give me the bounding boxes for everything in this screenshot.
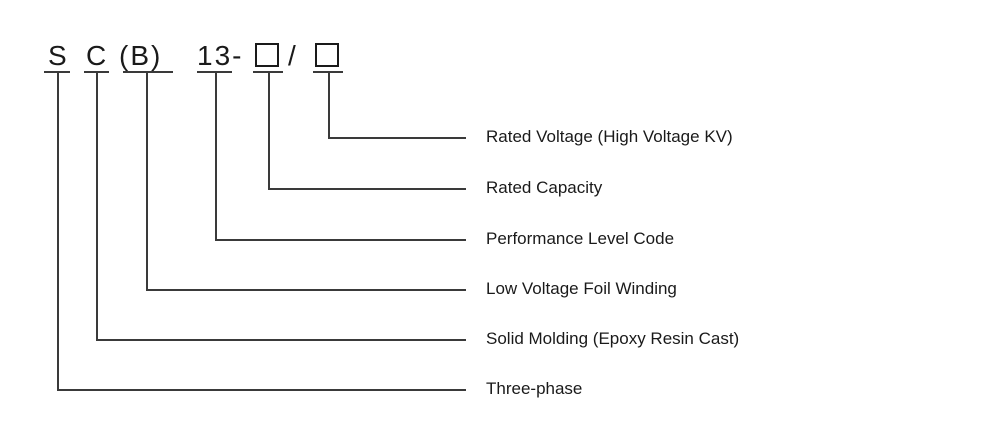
placeholder-box-capacity [255, 43, 279, 67]
underline-c [84, 71, 109, 73]
model-code-letter-s: S [48, 40, 69, 71]
label-rated-capacity: Rated Capacity [486, 178, 603, 197]
underline-13 [197, 71, 232, 73]
label-performance-code: Performance Level Code [486, 229, 675, 248]
connector-low-voltage [146, 73, 466, 291]
label-rated-voltage: Rated Voltage (High Voltage KV) [486, 127, 733, 146]
model-code-slash: / [288, 40, 298, 71]
underline-box-voltage [313, 71, 343, 73]
model-code-letter-b: (B) [119, 40, 163, 71]
connector-solid-molding [96, 73, 466, 341]
connector-performance-code [215, 73, 466, 241]
model-code-letter-c: C [86, 40, 109, 71]
underline-box-capacity [253, 71, 283, 73]
placeholder-box-voltage [315, 43, 339, 67]
underline-s [44, 71, 70, 73]
label-solid-molding: Solid Molding (Epoxy Resin Cast) [486, 329, 740, 348]
connector-rated-capacity [268, 73, 466, 190]
model-code-number-13: 13- [197, 40, 244, 71]
underline-b [123, 71, 173, 73]
connector-rated-voltage [328, 73, 466, 139]
label-three-phase: Three-phase [486, 379, 583, 398]
label-low-voltage: Low Voltage Foil Winding [486, 279, 677, 298]
connector-three-phase [57, 73, 466, 391]
